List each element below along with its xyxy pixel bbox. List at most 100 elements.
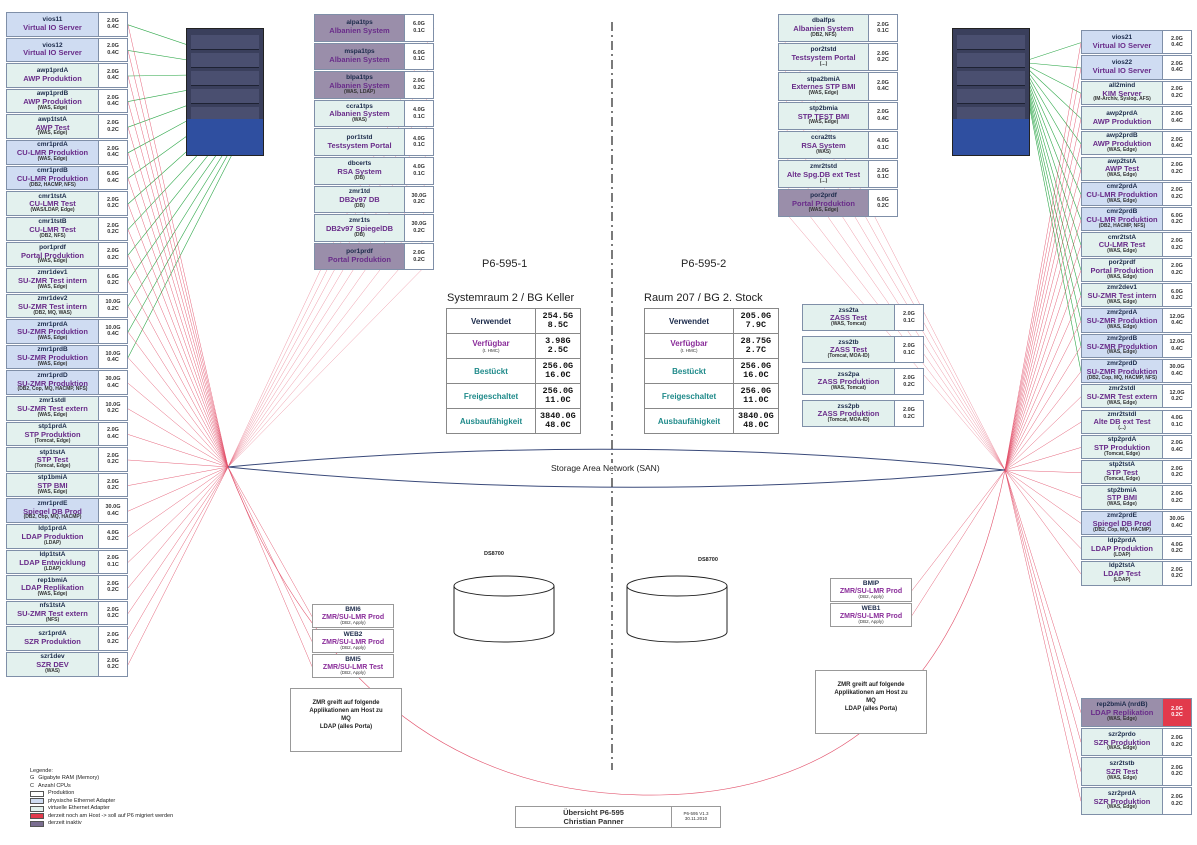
lpar-description: STP Test bbox=[1106, 468, 1138, 478]
host-stats-cpu: 7.9C bbox=[745, 320, 767, 330]
lpar-name: szr1dev bbox=[40, 653, 65, 661]
lpar-cpu: 0.1C bbox=[903, 317, 915, 324]
lpar-cpu: 0.2C bbox=[107, 485, 119, 492]
application-server-name: BMI6 bbox=[345, 606, 361, 613]
lpar-description: SZR DEV bbox=[36, 660, 69, 670]
application-server-description: ZMR/SU-LMR Prod bbox=[321, 638, 385, 646]
lpar-cpu: 0.4C bbox=[1171, 371, 1183, 378]
lpar-description: Externes STP BMI bbox=[791, 82, 856, 92]
lpar-name: zmr2prdD bbox=[1106, 360, 1138, 368]
lpar-cpu: 0.2C bbox=[903, 381, 915, 388]
lpar-description: AWP Test bbox=[1105, 164, 1139, 174]
lpar-ram: 12.0G bbox=[1169, 339, 1185, 346]
lpar-cpu: 0.4C bbox=[107, 510, 119, 517]
lpar-ram: 10.0G bbox=[105, 350, 121, 357]
lpar-software: (WAS, Edge) bbox=[1107, 273, 1137, 280]
host-stats-cpu: 16.0C bbox=[743, 370, 769, 380]
lpar-name: ccra2tts bbox=[811, 133, 836, 141]
note-line: ZMR greift auf folgende bbox=[837, 682, 905, 688]
lpar-software: (WAS, Edge) bbox=[1107, 774, 1137, 781]
lpar-ram: 2.0G bbox=[877, 167, 889, 174]
san-link-center bbox=[227, 256, 435, 468]
lpar-ram: 2.0G bbox=[107, 555, 119, 562]
host-stats-sublabel: (t. HMC) bbox=[482, 348, 500, 353]
san-link-right bbox=[1004, 346, 1082, 471]
san-link-left bbox=[127, 466, 229, 537]
legend-swatch-text: Produktion bbox=[48, 790, 75, 797]
lpar-name: zmr2tstdl bbox=[1107, 410, 1137, 418]
lpar-software: (WAS, Edge) bbox=[1107, 324, 1137, 331]
lpar-name: zmr1dev2 bbox=[37, 294, 68, 302]
lpar-cpu: 0.2C bbox=[107, 638, 119, 645]
lpar-ram: 2.0G bbox=[413, 250, 425, 256]
lpar-cpu: 0.4C bbox=[107, 433, 119, 440]
lpar-name: zmr1td bbox=[348, 188, 371, 196]
lpar-ram: 2.0G bbox=[1171, 490, 1183, 497]
lpar-ram: 2.0G bbox=[107, 478, 119, 485]
lpar-cpu: 0.4C bbox=[107, 331, 119, 338]
lpar-software: (WAS, Edge) bbox=[37, 360, 68, 367]
lpar-description: Virtual IO Server bbox=[1092, 40, 1152, 50]
san-link-left bbox=[127, 178, 229, 468]
lpar-software: (DB) bbox=[354, 174, 365, 181]
san-link-left bbox=[127, 306, 229, 468]
lpar-software: (...) bbox=[819, 61, 828, 67]
lpar-ram: 2.0G bbox=[107, 427, 119, 434]
application-server-name: WEB1 bbox=[861, 605, 881, 612]
lpar-name: dbalfps bbox=[811, 17, 836, 25]
lpar-description: AWP Produktion bbox=[1092, 139, 1152, 149]
lpar-description: Spiegel DB Prod bbox=[23, 506, 82, 516]
lpar-ram: 30.0G bbox=[411, 192, 427, 199]
note-line: ZMR greift auf folgende bbox=[312, 700, 380, 706]
footer-titleblock: Übersicht P6-595 Christian Panner P6-595… bbox=[515, 806, 721, 828]
lpar-name: blpa1tps bbox=[346, 74, 373, 82]
san-link-left bbox=[127, 50, 229, 468]
legend-text-ram: Gigabyte RAM (Memory) bbox=[38, 775, 100, 782]
san-link-left bbox=[127, 255, 229, 468]
lpar-software: (WAS, Edge) bbox=[37, 130, 68, 137]
san-link-left bbox=[127, 280, 229, 468]
lpar-software: (Tomcat, Edge) bbox=[1104, 450, 1140, 457]
note-line: Applikationen am Host zu bbox=[309, 708, 383, 715]
san-link-left bbox=[127, 383, 229, 468]
lpar-software: (DB2, Cop, MQ, HACMP) bbox=[23, 514, 82, 521]
lpar-software: (WAS, Edge) bbox=[1107, 248, 1137, 255]
lpar-description: SZR Produktion bbox=[24, 637, 81, 647]
lpar-software: (WAS, Edge) bbox=[37, 258, 68, 265]
